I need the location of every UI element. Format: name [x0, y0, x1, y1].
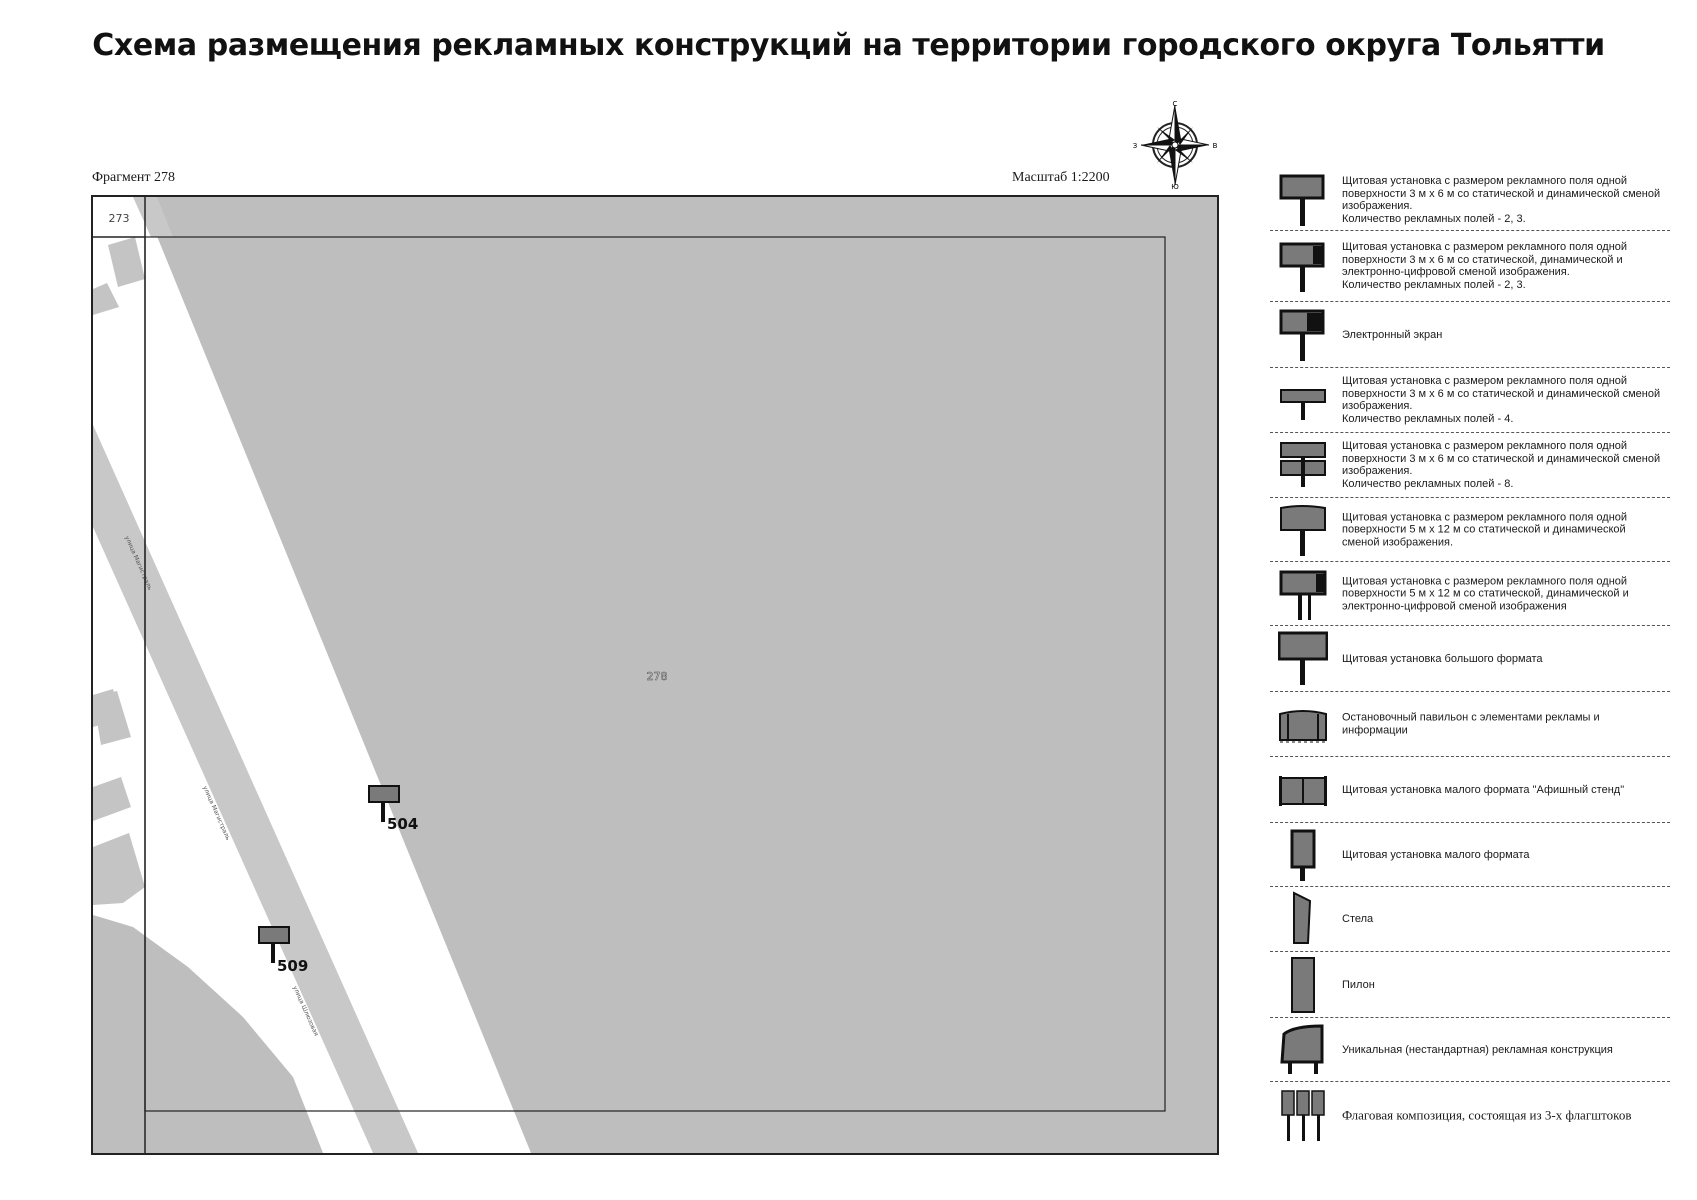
legend-text: Пилон: [1342, 978, 1375, 991]
legend-text: Флаговая композиция, состоящая из 3-х фл…: [1342, 1107, 1632, 1123]
zone-278: [141, 197, 1217, 1153]
legend-text: Щитовая установка малого формата "Афишны…: [1342, 783, 1625, 796]
legend-text: Остановочный павильон с элементами рекла…: [1342, 711, 1600, 737]
legend-item-flag-composition: Флаговая композиция, состоящая из 3-х фл…: [1270, 1082, 1670, 1148]
legend-item-electronic-screen: Электронный экран: [1270, 302, 1670, 368]
pylon-icon: [1291, 956, 1315, 1013]
billboard-5x12-icon: [1280, 504, 1326, 556]
legend-text: Электронный экран: [1342, 328, 1443, 341]
zone-lower-left: [93, 915, 323, 1153]
billboard-marker-509[interactable]: 509: [258, 926, 308, 975]
legend-item-billboard-4-sided: Щитовая установка с размером рекламного …: [1270, 368, 1670, 433]
fragment-label: Фрагмент 278: [92, 170, 176, 185]
billboard-3x6-digital-icon: [1279, 242, 1325, 292]
legend-item-poster-stand: Щитовая установка малого формата "Афишны…: [1270, 757, 1670, 823]
legend-text: Щитовая установка малого формата: [1342, 848, 1530, 861]
compass-west: З: [1133, 142, 1138, 150]
building: [93, 283, 119, 315]
marker-label-509: 509: [277, 957, 308, 975]
road-main: [93, 425, 418, 1153]
legend-item-bus-stop: Остановочный павильон с элементами рекла…: [1270, 692, 1670, 757]
billboard-3x6-four-sided-icon: [1280, 389, 1326, 420]
billboard-3x6-eight-sided-icon: [1280, 442, 1326, 487]
legend-text: Щитовая установка с размером рекламного …: [1342, 440, 1661, 490]
legend-item-billboard-5x12-digital: Щитовая установка с размером рекламного …: [1270, 562, 1670, 626]
legend-item-stele: Стела: [1270, 887, 1670, 952]
legend-item-billboard-3x6-digital: Щитовая установка с размером рекламного …: [1270, 231, 1670, 302]
legend-text: Стела: [1342, 912, 1374, 925]
unique-structure-icon: [1280, 1023, 1324, 1074]
legend-text: Щитовая установка с размером рекламного …: [1342, 510, 1628, 548]
legend-item-billboard-5x12: Щитовая установка с размером рекламного …: [1270, 498, 1670, 562]
legend-text: Щитовая установка с размером рекламного …: [1342, 241, 1628, 291]
legend-item-billboard-3x6: Щитовая установка с размером рекламного …: [1270, 170, 1670, 231]
small-format-sign-icon: [1290, 829, 1316, 881]
adjacent-fragment-number: 273: [109, 212, 130, 225]
svg-text:278: 278: [647, 670, 668, 683]
map-canvas[interactable]: улица Магистраль улица Магистраль улица …: [93, 197, 1217, 1153]
legend-item-unique-structure: Уникальная (нестандартная) рекламная кон…: [1270, 1018, 1670, 1082]
compass-east: В: [1213, 142, 1218, 150]
legend-text: Щитовая установка большого формата: [1342, 652, 1543, 665]
legend-item-pylon: Пилон: [1270, 952, 1670, 1018]
billboard-3x6-icon: [1279, 174, 1325, 226]
poster-stand-icon: [1279, 775, 1327, 806]
page-title: Схема размещения рекламных конструкций н…: [92, 28, 1605, 63]
legend-item-small-format: Щитовая установка малого формата: [1270, 823, 1670, 887]
stele-icon: [1293, 891, 1312, 944]
building: [108, 237, 145, 287]
bus-stop-pavilion-icon: [1279, 710, 1327, 743]
building: [93, 689, 121, 727]
building: [93, 833, 145, 905]
legend-text: Щитовая установка с размером рекламного …: [1342, 574, 1629, 612]
road-upper: [133, 197, 173, 237]
fragment-number-278: 278: [645, 669, 669, 683]
compass-rose-icon: С Ю З В: [1133, 100, 1218, 190]
building: [93, 777, 131, 821]
billboard-marker-504[interactable]: 504: [368, 785, 418, 833]
large-format-billboard-icon: [1278, 631, 1328, 685]
scale-label: Масштаб 1:2200: [1012, 170, 1110, 185]
legend-item-billboard-8-sided: Щитовая установка с размером рекламного …: [1270, 433, 1670, 498]
compass-south: Ю: [1171, 183, 1179, 190]
marker-label-504: 504: [387, 815, 418, 833]
legend-text: Щитовая установка с размером рекламного …: [1342, 375, 1661, 425]
flag-composition-icon: [1281, 1090, 1325, 1141]
legend-text: Уникальная (нестандартная) рекламная кон…: [1342, 1043, 1613, 1056]
legend-item-large-format: Щитовая установка большого формата: [1270, 626, 1670, 692]
legend-text: Щитовая установка с размером рекламного …: [1342, 175, 1661, 225]
map-frame[interactable]: улица Магистраль улица Магистраль улица …: [91, 195, 1219, 1155]
legend: Щитовая установка с размером рекламного …: [1270, 170, 1670, 1148]
compass-north: С: [1173, 100, 1178, 108]
billboard-5x12-digital-icon: [1279, 570, 1327, 620]
electronic-screen-icon: [1279, 309, 1325, 361]
